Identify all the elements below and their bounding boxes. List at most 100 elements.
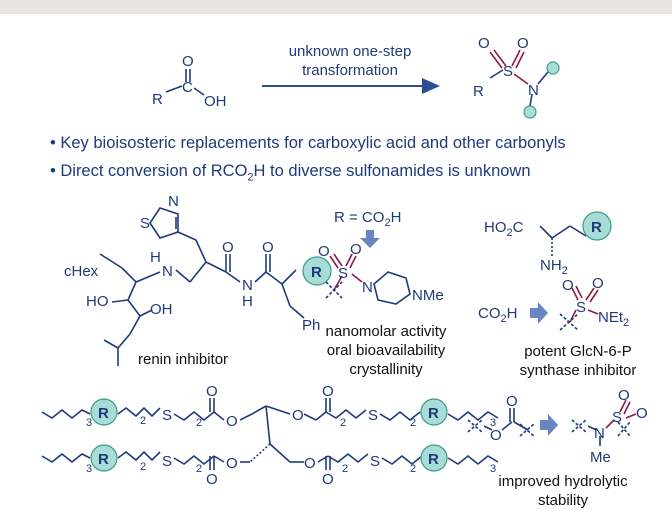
- sulfonamide-n: N: [528, 82, 539, 99]
- thiazole-n: N: [168, 193, 179, 210]
- pip-n: N: [362, 279, 373, 296]
- bullet-bioisostere: • Key bioisosteric replacements for carb…: [50, 134, 566, 152]
- tetra-r1: R: [98, 405, 109, 422]
- tetra-r3: R: [98, 451, 109, 468]
- renin-inhibitor-structure: [99, 207, 305, 366]
- top-banner: [0, 0, 672, 14]
- renin-r-group-circle: [302, 256, 332, 286]
- tetra-o5: O: [206, 471, 218, 488]
- svg-text:2: 2: [340, 417, 346, 429]
- acid-r: R: [152, 91, 163, 108]
- svg-text:2: 2: [410, 417, 416, 429]
- nh1-n: N: [162, 263, 173, 280]
- tetra-s1: S: [162, 407, 172, 424]
- net2-o1: O: [562, 277, 574, 294]
- tetraester-subscripts: 3 2 2 2 2 3 3 2 2 2 2 3: [86, 415, 496, 475]
- ester-label-1: improved hydrolytic: [498, 473, 628, 490]
- tetra-r4: R: [428, 451, 439, 468]
- svg-text:2: 2: [196, 463, 202, 475]
- ho-label: HO: [86, 293, 109, 310]
- svg-text:3: 3: [86, 417, 92, 429]
- prop-2: oral bioavailability: [327, 342, 446, 359]
- tetra-o4: O: [292, 407, 304, 424]
- ester-o3: O: [618, 387, 630, 404]
- ester-arrow-icon: [540, 414, 558, 436]
- svg-text:3: 3: [490, 463, 496, 475]
- oh-label: OH: [150, 301, 173, 318]
- nh2-n: N: [242, 277, 253, 294]
- glcn-r-circle: [582, 211, 612, 241]
- tetra-o3: O: [226, 413, 238, 430]
- thiazole-s: S: [140, 215, 150, 232]
- sulfonamide-structure: [489, 49, 560, 119]
- amide-o1: O: [222, 239, 234, 256]
- ester-o1: O: [490, 427, 502, 444]
- tetra-o2: O: [322, 383, 334, 400]
- sulfonamide-o1: O: [478, 35, 490, 52]
- tetra-s3: S: [162, 453, 172, 470]
- amide-o2: O: [262, 239, 274, 256]
- ester-n: N: [594, 425, 605, 442]
- glcn-label-2: synthase inhibitor: [520, 362, 637, 379]
- tetra-o7: O: [226, 455, 238, 472]
- nh1-h: H: [150, 249, 161, 266]
- svg-text:2: 2: [410, 463, 416, 475]
- piperazine-sulfonamide-structure: [325, 253, 411, 305]
- acid-c: C: [182, 79, 193, 96]
- ester-o4: O: [636, 405, 648, 422]
- glcn-co2h: CO2H: [478, 305, 517, 325]
- tetra-o8: O: [304, 455, 316, 472]
- acid-oh: OH: [204, 93, 227, 110]
- carboxylic-acid-structure: [165, 69, 205, 96]
- amino-acid-structure: [539, 225, 587, 256]
- prop-1: nanomolar activity: [326, 323, 447, 340]
- ph-label: Ph: [302, 317, 320, 334]
- ho2c-label: HO2C: [484, 219, 524, 239]
- ester-o2: O: [506, 393, 518, 410]
- ester-label-2: stability: [538, 492, 589, 509]
- pip-o2: O: [350, 241, 362, 258]
- sulfonamide-o2: O: [517, 35, 529, 52]
- tetra-s4: S: [370, 453, 380, 470]
- sulfonamide-r: R: [473, 83, 484, 100]
- pip-o1: O: [318, 243, 330, 260]
- r-equals-co2h: R = CO2H: [334, 209, 401, 229]
- arrow-label-bottom: transformation: [302, 62, 398, 79]
- right-arrow-icon: [530, 302, 548, 324]
- prop-3: crystallinity: [349, 361, 423, 378]
- renin-r: R: [311, 264, 322, 281]
- tetra-s2: S: [368, 407, 378, 424]
- tetraester-structure: [41, 398, 499, 470]
- renin-label: renin inhibitor: [138, 351, 228, 368]
- net2-o2: O: [592, 275, 604, 292]
- tetraester-r-circles: [90, 398, 448, 472]
- nh2-label: NH2: [540, 257, 568, 277]
- svg-text:3: 3: [86, 463, 92, 475]
- ester-s: S: [612, 409, 622, 426]
- net2-s: S: [576, 299, 586, 316]
- glcn-r: R: [591, 219, 602, 236]
- arrow-label-top: unknown one-step: [289, 43, 412, 60]
- net2-sulfonamide-structure: [559, 285, 599, 331]
- acid-o: O: [182, 53, 194, 70]
- ester-me: Me: [590, 449, 611, 466]
- chex-label: cHex: [64, 263, 99, 280]
- svg-text:2: 2: [196, 417, 202, 429]
- pip-s: S: [338, 265, 348, 282]
- nh2-h: H: [242, 293, 253, 310]
- svg-text:3: 3: [490, 417, 496, 429]
- down-arrow-icon: [360, 230, 380, 248]
- glcn-label-1: potent GlcN-6-P: [524, 343, 632, 360]
- sulfonamide-s: S: [503, 63, 513, 80]
- tetra-o6: O: [322, 471, 334, 488]
- net2-label: NEt2: [598, 309, 629, 329]
- tetra-r2: R: [428, 405, 439, 422]
- svg-text:2: 2: [140, 415, 146, 427]
- svg-text:2: 2: [342, 463, 348, 475]
- ester-to-sulfonamide-structure: [467, 399, 637, 446]
- svg-text:2: 2: [140, 461, 146, 473]
- pip-nme: NMe: [412, 287, 444, 304]
- tetra-o1: O: [206, 383, 218, 400]
- bullet-direct-conversion: • Direct conversion of RCO2H to diverse …: [50, 162, 531, 184]
